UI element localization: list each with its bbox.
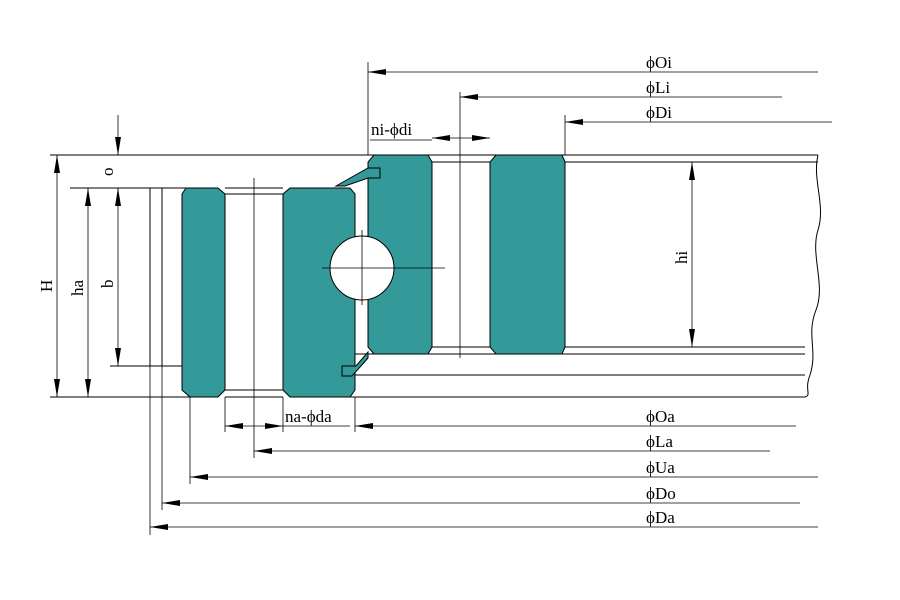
label-D-i: ϕDi bbox=[646, 103, 672, 122]
outer-ring-left-block bbox=[181, 187, 226, 398]
break-line bbox=[804, 154, 822, 398]
label-na-da: na-ϕda bbox=[285, 407, 332, 426]
label-D-a: ϕDa bbox=[646, 508, 675, 527]
dimension-labels: ϕOi ϕLi ϕDi ni-ϕdi ϕOa ϕLa ϕUa ϕDo ϕDa n… bbox=[37, 53, 691, 527]
inner-ring-section bbox=[367, 92, 566, 358]
label-L-a: ϕLa bbox=[646, 432, 673, 451]
label-b: b bbox=[98, 280, 117, 289]
label-hi: hi bbox=[672, 251, 691, 265]
label-O-i: ϕOi bbox=[646, 53, 672, 72]
label-ha: ha bbox=[68, 280, 87, 297]
label-U-a: ϕUa bbox=[646, 458, 675, 477]
top-dimensions bbox=[367, 62, 832, 155]
outline-lines bbox=[50, 154, 818, 398]
bottom-dimensions bbox=[149, 366, 818, 535]
left-dimensions bbox=[54, 115, 695, 397]
label-O-a: ϕOa bbox=[646, 407, 675, 426]
bottom-seal bbox=[341, 350, 369, 377]
outer-ring-section bbox=[181, 178, 356, 400]
top-seal bbox=[334, 167, 381, 187]
label-H: H bbox=[37, 280, 56, 292]
inner-ring-right-block bbox=[489, 154, 566, 355]
label-ni-di: ni-ϕdi bbox=[371, 120, 412, 139]
label-D-o: ϕDo bbox=[646, 484, 676, 503]
label-o: o bbox=[98, 168, 117, 177]
label-L-i: ϕLi bbox=[646, 78, 670, 97]
